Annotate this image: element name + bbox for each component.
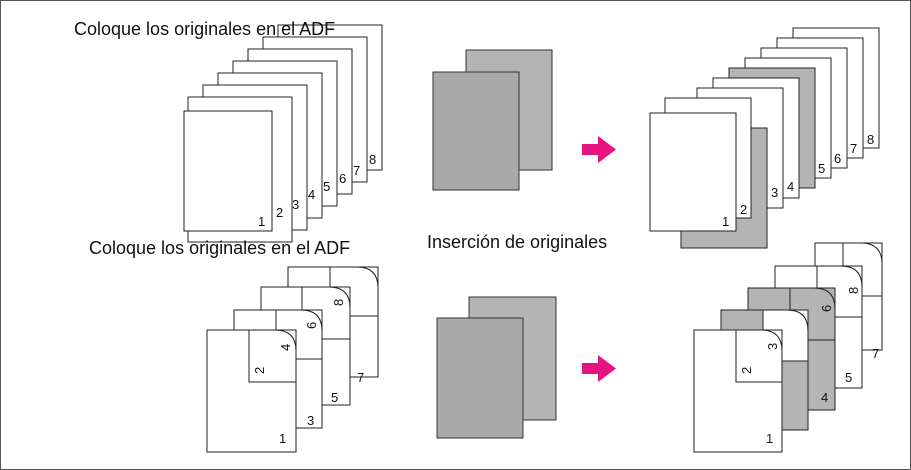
insert-caption: Inserción de originales xyxy=(427,232,608,252)
result-num-8: 8 xyxy=(846,287,861,294)
right-arrow-icon xyxy=(582,136,616,163)
top-result-numbers: 8 7 6 5 4 3 2 1 xyxy=(722,132,874,229)
bottom-originals-stack xyxy=(206,266,379,453)
page-num-3: 3 xyxy=(307,413,314,428)
result-num-5: 5 xyxy=(818,161,825,176)
page-num-2: 2 xyxy=(276,205,283,220)
result-num-7: 7 xyxy=(850,141,857,156)
result-num-7: 7 xyxy=(872,346,879,361)
bottom-insert-sheets xyxy=(436,296,557,439)
page-num-6: 6 xyxy=(339,171,346,186)
page-num-4: 4 xyxy=(308,187,315,202)
page-num-3: 3 xyxy=(292,197,299,212)
result-num-2: 2 xyxy=(739,367,754,374)
page-num-5: 5 xyxy=(331,390,338,405)
result-num-3: 3 xyxy=(771,185,778,200)
result-num-3: 3 xyxy=(765,343,780,350)
page-num-4: 4 xyxy=(278,344,293,351)
insert-sheet-front xyxy=(432,71,520,191)
result-num-4: 4 xyxy=(787,179,794,194)
top-row-caption: Coloque los originales en el ADF xyxy=(74,19,336,39)
page-num-6: 6 xyxy=(304,322,319,329)
bottom-result-stack xyxy=(693,242,883,453)
result-num-6: 6 xyxy=(834,151,841,166)
insert-sheet-front xyxy=(436,317,524,439)
result-num-4: 4 xyxy=(821,390,828,405)
page-num-7: 7 xyxy=(357,370,364,385)
page-num-8: 8 xyxy=(369,152,376,167)
result-num-1: 1 xyxy=(722,214,729,229)
top-result-stack xyxy=(649,27,880,249)
result-num-8: 8 xyxy=(867,132,874,147)
result-num-6: 6 xyxy=(819,305,834,312)
result-num-5: 5 xyxy=(845,370,852,385)
page-num-5: 5 xyxy=(323,179,330,194)
page-num-1: 1 xyxy=(279,431,286,446)
page-num-7: 7 xyxy=(353,163,360,178)
page-num-8: 8 xyxy=(331,299,346,306)
bottom-row-caption: Coloque los originales en el ADF xyxy=(89,238,351,258)
right-arrow-icon xyxy=(582,355,616,382)
page-num-2: 2 xyxy=(252,367,267,374)
top-insert-sheets xyxy=(432,49,553,191)
bottom-result-numbers: 8 7 6 5 4 3 2 1 xyxy=(739,287,879,446)
top-originals-numbers: 8 7 6 5 4 3 2 1 xyxy=(258,152,376,229)
page-1 xyxy=(183,110,273,232)
result-num-2: 2 xyxy=(740,202,747,217)
page-num-1: 1 xyxy=(258,214,265,229)
bottom-originals-numbers: 8 7 6 5 4 3 2 1 xyxy=(252,299,364,446)
result-num-1: 1 xyxy=(766,431,773,446)
